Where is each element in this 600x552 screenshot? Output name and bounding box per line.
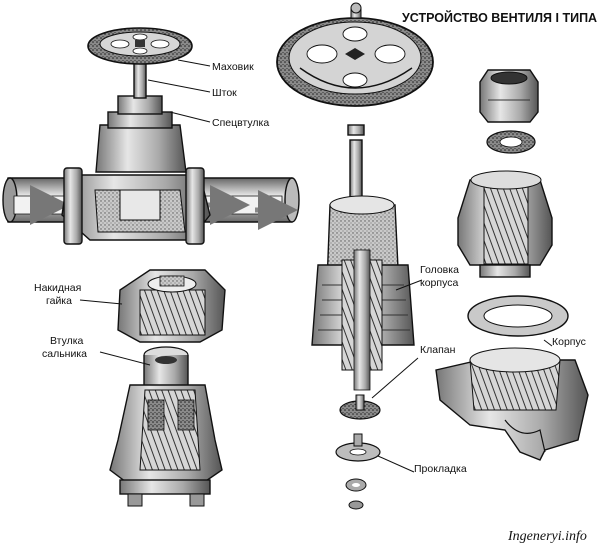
leader-handwheel (177, 59, 211, 67)
leader-union-nut (79, 299, 123, 305)
leader-valve (371, 357, 419, 399)
label-union-nut-line1: Накидная (34, 282, 81, 294)
seal-sleeve-illustration (109, 346, 223, 507)
assembled-valve-illustration (2, 27, 300, 245)
label-handwheel: Маховик (212, 61, 254, 73)
large-washer-illustration (467, 295, 569, 337)
leader-body (543, 339, 553, 347)
label-gland: Спецвтулка (212, 117, 269, 129)
label-seal-sleeve-line2: сальника (42, 348, 87, 360)
label-body-head-line1: Головка (420, 264, 459, 276)
union-nut-illustration (117, 269, 226, 343)
watermark-text: Ingeneryi.info (507, 529, 587, 544)
sealing-ring-illustration (486, 130, 536, 154)
leader-seal-sleeve (99, 351, 151, 366)
diagram-title: УСТРОЙСТВО ВЕНТИЛЯ I ТИПА (402, 10, 597, 25)
exploded-stem-illustration (276, 2, 434, 510)
valve-body-illustration (435, 347, 589, 461)
fitting-nut-illustration (479, 69, 539, 123)
label-body: Корпус (552, 336, 586, 348)
leader-stem (147, 79, 211, 93)
label-gasket: Прокладка (414, 463, 467, 475)
coupling-illustration (457, 170, 553, 278)
leader-body-head (395, 279, 423, 291)
label-stem: Шток (212, 87, 237, 99)
leader-gasket (377, 455, 415, 473)
leader-gland (169, 111, 211, 123)
label-body-head-line2: корпуса (420, 277, 458, 289)
label-union-nut-line2: гайка (46, 295, 72, 307)
label-valve: Клапан (420, 344, 456, 356)
label-seal-sleeve-line1: Втулка (50, 335, 84, 347)
stem-spring (341, 249, 383, 391)
